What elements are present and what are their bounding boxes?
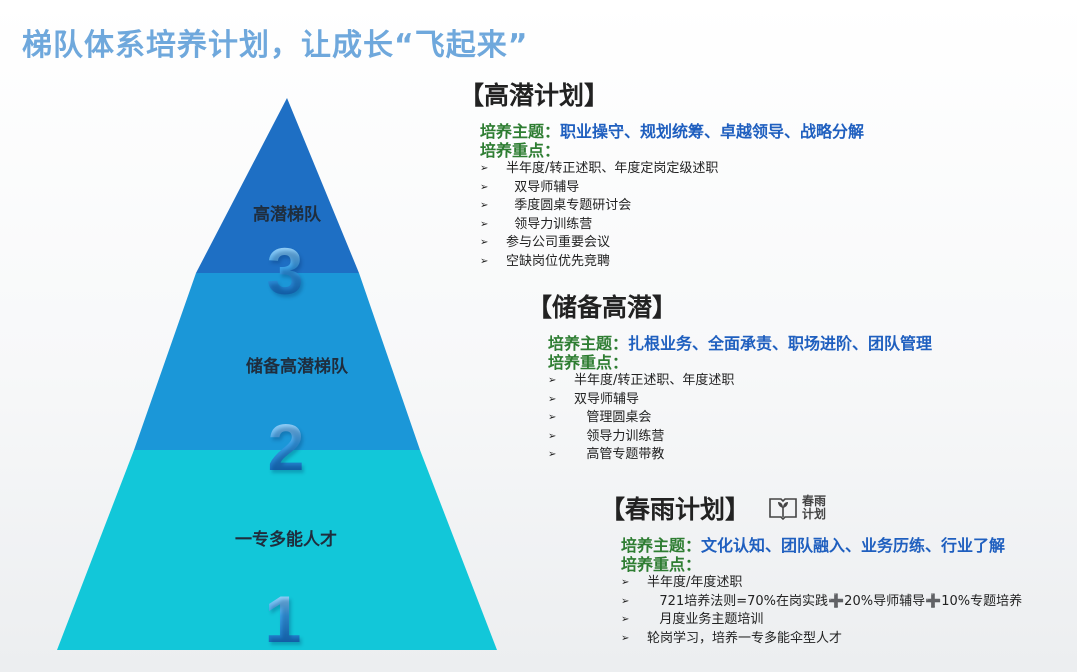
focus-list: ➢半年度/年度述职 ➢ 721培养法则=70%在岗实践➕20%导师辅导➕10%专… bbox=[621, 574, 1022, 648]
section-title: 【储备高潜】 bbox=[527, 293, 678, 322]
theme-label: 培养主题： bbox=[548, 334, 629, 353]
pyramid-tier-middle bbox=[134, 273, 420, 450]
focus-list: ➢半年度/转正述职、年度定岗定级述职 ➢ 双导师辅导 ➢ 季度圆桌专题研讨会 ➢… bbox=[480, 160, 864, 271]
pyramid-diagram bbox=[57, 98, 497, 650]
theme-text: 职业操守、规划统筹、卓越领导、战略分解 bbox=[560, 122, 865, 141]
list-item: ➢ 管理圆桌会 bbox=[548, 409, 932, 428]
theme-text: 文化认知、团队融入、业务历练、行业了解 bbox=[701, 536, 1006, 555]
book-sprout-icon bbox=[769, 498, 797, 521]
spring-rain-logo: 春雨计划 bbox=[768, 495, 828, 521]
tier-number-2: 2 bbox=[267, 410, 305, 484]
bullet-arrow-icon: ➢ bbox=[548, 375, 557, 386]
section-spring-rain: 【春雨计划】 春雨计划 培养主题：文化认知、团队融入、业务历练、行业了解 培养重… bbox=[600, 490, 1022, 648]
section-high-potential: 【高潜计划】 培养主题：职业操守、规划统筹、卓越领导、战略分解 培养重点： ➢半… bbox=[459, 76, 864, 271]
list-item: ➢ 721培养法则=70%在岗实践➕20%导师辅导➕10%专题培养 bbox=[621, 593, 1022, 612]
focus-list: ➢半年度/转正述职、年度述职 ➢双导师辅导 ➢ 管理圆桌会 ➢ 领导力训练营 ➢… bbox=[548, 372, 932, 465]
section-reserve-potential: 【储备高潜】 培养主题：扎根业务、全面承责、职场进阶、团队管理 培养重点： ➢半… bbox=[527, 288, 932, 465]
bullet-arrow-icon: ➢ bbox=[621, 632, 630, 644]
theme-label: 培养主题： bbox=[621, 536, 702, 555]
list-item: ➢ 高管专题带教 bbox=[548, 446, 932, 465]
tier-number-1: 1 bbox=[264, 582, 302, 656]
bullet-arrow-icon: ➢ bbox=[621, 614, 630, 625]
list-item: ➢半年度/转正述职、年度述职 bbox=[548, 372, 932, 391]
theme-line: 培养主题：文化认知、团队融入、业务历练、行业了解 bbox=[621, 532, 1022, 556]
bullet-arrow-icon: ➢ bbox=[480, 181, 489, 193]
list-item: ➢ 季度圆桌专题研讨会 bbox=[480, 197, 864, 216]
theme-label: 培养主题： bbox=[480, 122, 561, 141]
list-item: ➢轮岗学习，培养一专多能伞型人才 bbox=[621, 630, 1022, 649]
list-item: ➢双导师辅导 bbox=[548, 391, 932, 410]
focus-label: 培养重点： bbox=[621, 555, 702, 574]
pyramid-tier-bottom bbox=[57, 450, 497, 650]
theme-line: 培养主题：扎根业务、全面承责、职场进阶、团队管理 bbox=[548, 330, 932, 354]
list-item: ➢ 双导师辅导 bbox=[480, 179, 864, 198]
bullet-arrow-icon: ➢ bbox=[548, 393, 557, 405]
bullet-arrow-icon: ➢ bbox=[548, 449, 557, 460]
bullet-arrow-icon: ➢ bbox=[548, 430, 557, 442]
list-item: ➢空缺岗位优先竞聘 bbox=[480, 253, 864, 272]
bullet-arrow-icon: ➢ bbox=[621, 595, 630, 607]
section-title: 【高潜计划】 bbox=[459, 81, 610, 110]
bullet-arrow-icon: ➢ bbox=[548, 412, 557, 423]
bullet-arrow-icon: ➢ bbox=[480, 255, 489, 267]
bullet-arrow-icon: ➢ bbox=[480, 218, 489, 230]
list-item: ➢半年度/年度述职 bbox=[621, 574, 1022, 593]
bullet-arrow-icon: ➢ bbox=[480, 237, 489, 248]
section-title-row: 【春雨计划】 春雨计划 bbox=[600, 490, 1022, 526]
tier-label-top: 高潜梯队 bbox=[253, 205, 321, 225]
tier-label-bottom: 一专多能人才 bbox=[235, 530, 337, 550]
bullet-arrow-icon: ➢ bbox=[480, 200, 489, 211]
logo-text: 春雨计划 bbox=[802, 494, 827, 521]
list-item: ➢ 领导力训练营 bbox=[480, 216, 864, 235]
tier-label-middle: 储备高潜梯队 bbox=[246, 357, 348, 377]
list-item: ➢参与公司重要会议 bbox=[480, 234, 864, 253]
bullet-arrow-icon: ➢ bbox=[480, 163, 489, 174]
focus-label: 培养重点： bbox=[548, 353, 629, 372]
section-title: 【春雨计划】 bbox=[600, 495, 751, 524]
pyramid-tier-top bbox=[196, 98, 359, 273]
tier-number-3: 3 bbox=[266, 234, 304, 308]
list-item: ➢半年度/转正述职、年度定岗定级述职 bbox=[480, 160, 864, 179]
focus-label: 培养重点： bbox=[480, 141, 561, 160]
list-item: ➢ 领导力训练营 bbox=[548, 428, 932, 447]
page-title: 梯队体系培养计划，让成长“飞起来” bbox=[22, 28, 529, 63]
theme-line: 培养主题：职业操守、规划统筹、卓越领导、战略分解 bbox=[480, 118, 864, 142]
list-item: ➢ 月度业务主题培训 bbox=[621, 611, 1022, 630]
theme-text: 扎根业务、全面承责、职场进阶、团队管理 bbox=[628, 334, 933, 353]
bullet-arrow-icon: ➢ bbox=[621, 577, 630, 588]
